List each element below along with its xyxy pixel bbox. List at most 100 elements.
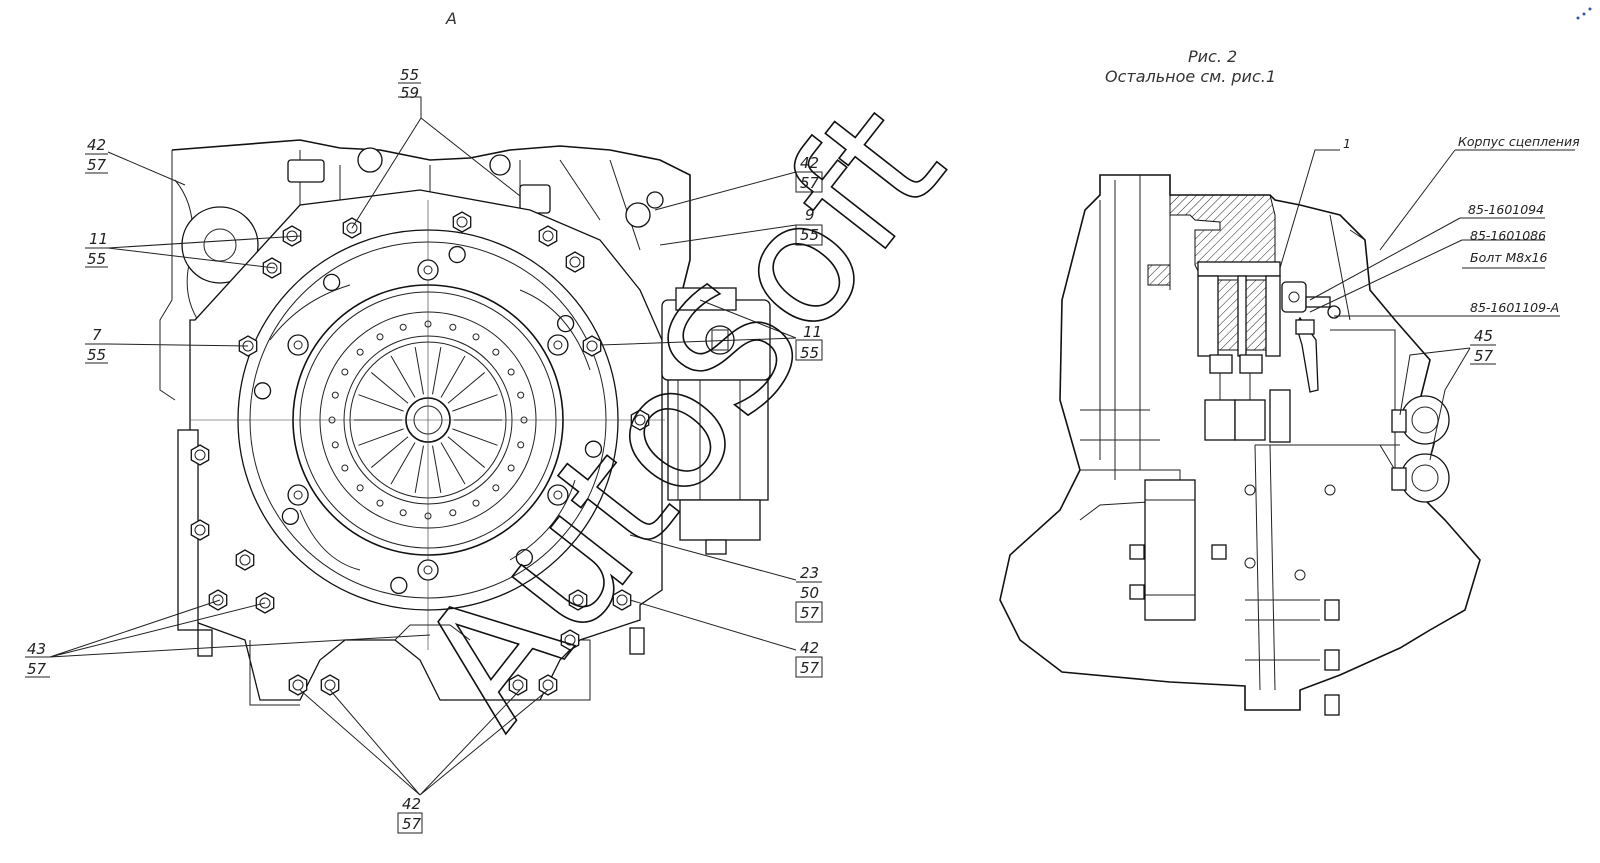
- rivet: [517, 391, 525, 399]
- callout-7-55: 7 55: [85, 326, 108, 364]
- spring-finger: [390, 442, 416, 485]
- hex-bolt: [208, 589, 228, 611]
- hex-bolt-washer: [194, 449, 206, 461]
- spring-finger: [370, 436, 409, 468]
- figure-note: Остальное см. рис.1: [1105, 67, 1276, 86]
- release-lever: [1281, 281, 1341, 393]
- svg-text:57: 57: [402, 815, 422, 833]
- housing-bolt: [417, 559, 439, 581]
- svg-text:57: 57: [800, 659, 820, 677]
- svg-text:55: 55: [400, 66, 419, 84]
- diaphragm-spring-fingers: [354, 347, 502, 493]
- svg-text:50: 50: [800, 584, 819, 602]
- part-a-label: 85-1601094: [1468, 202, 1544, 217]
- housing-bolt-hole: [553, 490, 563, 500]
- callout-45-57: 45 57: [1470, 327, 1496, 365]
- hex-bolt: [538, 225, 558, 247]
- pressure-plate-bolts: [328, 320, 528, 520]
- item-1-label: 1: [1343, 136, 1351, 151]
- hex-bolt: [560, 629, 580, 651]
- hex-bolt: [452, 211, 472, 233]
- clutch-discs: [1197, 261, 1291, 443]
- hex-bolt: [190, 444, 210, 466]
- housing-bolt-hole: [423, 265, 433, 275]
- spring-finger: [432, 445, 442, 493]
- hex-bolt-washer: [542, 230, 554, 242]
- housing-bolt-hole: [553, 340, 563, 350]
- svg-text:45: 45: [1474, 327, 1493, 345]
- rivet: [376, 333, 384, 341]
- svg-text:42: 42: [800, 639, 819, 657]
- hex-bolt-washer: [586, 340, 598, 352]
- rivet: [376, 499, 384, 507]
- hex-bolt: [582, 335, 602, 357]
- svg-text:57: 57: [87, 156, 107, 174]
- spring-finger: [414, 445, 424, 493]
- callout-42-57-top-left: 42 57: [85, 136, 108, 174]
- hex-bolt-washer: [239, 554, 251, 566]
- housing-bolt: [547, 334, 569, 356]
- part-b-label: 85-1601086: [1470, 228, 1546, 243]
- rivet: [507, 368, 515, 376]
- svg-text:42: 42: [402, 795, 421, 813]
- corner-mark: [1576, 7, 1592, 20]
- svg-text:57: 57: [800, 604, 820, 622]
- hex-bolt: [235, 549, 255, 571]
- hex-bolt-washer: [616, 594, 628, 606]
- svg-text:11: 11: [803, 323, 822, 341]
- spring-finger: [432, 347, 442, 395]
- svg-text:55: 55: [800, 344, 819, 362]
- hex-bolt-washer: [212, 594, 224, 606]
- spring-finger: [414, 347, 424, 395]
- callout-11-55-right: 11 55: [795, 323, 823, 362]
- rivet: [356, 484, 364, 492]
- housing-contour: [999, 174, 1481, 711]
- svg-text:11: 11: [89, 230, 108, 248]
- housing-bolt-hole: [293, 490, 303, 500]
- svg-text:55: 55: [800, 226, 819, 244]
- rivet: [331, 441, 339, 449]
- hex-bolt: [630, 409, 650, 431]
- callout-55-59: 55 59: [398, 66, 421, 102]
- hex-bolt-washer: [572, 594, 584, 606]
- rivet: [520, 416, 528, 424]
- spring-finger: [370, 372, 409, 404]
- hex-bolt-washer: [512, 679, 524, 691]
- housing-bolt: [417, 259, 439, 281]
- svg-text:42: 42: [87, 136, 106, 154]
- leader-lines: [49, 96, 797, 796]
- rivet: [424, 512, 432, 520]
- rivet: [517, 441, 525, 449]
- svg-text:9: 9: [805, 206, 815, 224]
- rivet: [341, 464, 349, 472]
- section-leaders: [1279, 149, 1575, 461]
- rivet: [449, 323, 457, 331]
- starter-motor: [661, 287, 771, 555]
- hex-bolt: [190, 519, 210, 541]
- plate-mounting-bolts: [190, 211, 650, 696]
- housing-bolts: [253, 245, 603, 595]
- hex-bolt: [538, 674, 558, 696]
- hex-bolt: [568, 589, 588, 611]
- hex-bolt: [288, 674, 308, 696]
- housing-bolt: [287, 484, 309, 506]
- flywheel-bolt: [390, 576, 408, 595]
- callout-43-57: 43 57: [25, 640, 50, 678]
- rivet: [492, 348, 500, 356]
- hex-bolt-washer: [346, 222, 358, 234]
- hex-bolt-washer: [292, 679, 304, 691]
- hex-bolt-washer: [259, 597, 271, 609]
- spring-finger: [390, 355, 416, 398]
- clutch-assembly: [190, 200, 665, 650]
- svg-text:57: 57: [27, 660, 47, 678]
- spring-finger: [440, 442, 466, 485]
- spring-finger: [440, 355, 466, 398]
- callout-42-57-top-right: 42 57: [795, 154, 823, 193]
- rivet: [341, 368, 349, 376]
- svg-text:57: 57: [1474, 347, 1494, 365]
- hex-bolt: [320, 674, 340, 696]
- rivet: [356, 348, 364, 356]
- rivet: [399, 509, 407, 517]
- hex-bolt-washer: [266, 262, 278, 274]
